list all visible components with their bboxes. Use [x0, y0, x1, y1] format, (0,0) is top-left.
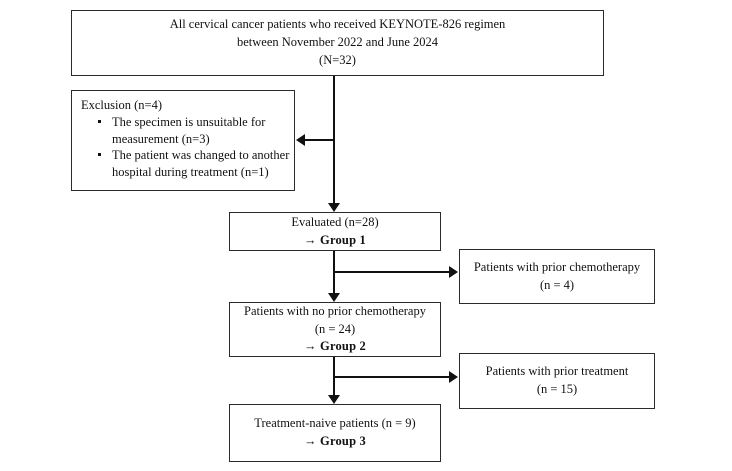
enrollment-line-2: between November 2022 and June 2024: [237, 35, 438, 50]
right-arrow-icon: →: [303, 232, 317, 247]
evaluated-group-name: Group 1: [320, 232, 366, 247]
exclusion-bullet-1-marker: [98, 120, 101, 123]
exclusion-box: Exclusion (n=4) The specimen is unsuitab…: [71, 90, 295, 191]
connector-no-prior-chemo-to-prior-treatment-stem: [334, 376, 450, 378]
connector-enrollment-to-evaluated-stem: [333, 76, 335, 204]
connector-enrollment-to-exclusion-arrowhead: [296, 134, 305, 146]
exclusion-bullet-2-line-2: hospital during treatment (n=1): [112, 165, 269, 179]
treatment-naive-group-name: Group 3: [320, 434, 366, 448]
prior-treatment-box: Patients with prior treatment (n = 15): [459, 353, 655, 409]
enrollment-line-3: (N=32): [319, 52, 356, 67]
exclusion-title: Exclusion (n=4): [81, 98, 162, 112]
evaluated-group-label: → Group 1: [304, 232, 366, 250]
evaluated-box: Evaluated (n=28) → Group 1: [229, 212, 441, 251]
exclusion-bullet-1-line-1: The specimen is unsuitable for: [112, 115, 266, 129]
enrollment-box: All cervical cancer patients who receive…: [71, 10, 604, 76]
connector-enrollment-to-evaluated-arrowhead: [328, 203, 340, 212]
prior-treatment-line-2: (n = 15): [536, 382, 578, 396]
prior-treatment-line-1: Patients with prior treatment: [485, 364, 629, 379]
no-prior-chemotherapy-line-2: (n = 24): [314, 321, 356, 336]
treatment-naive-group-label: → Group 3: [304, 433, 366, 451]
prior-chemotherapy-box: Patients with prior chemotherapy (n = 4): [459, 249, 655, 304]
connector-evaluated-to-prior-chemo-arrowhead: [449, 266, 458, 278]
no-prior-chemotherapy-group-label: → Group 2: [304, 338, 366, 356]
no-prior-chemotherapy-box: Patients with no prior chemotherapy (n =…: [229, 302, 441, 357]
no-prior-chemotherapy-line-1: Patients with no prior chemotherapy: [244, 303, 426, 318]
prior-chemotherapy-line-1: Patients with prior chemotherapy: [473, 259, 641, 274]
prior-chemotherapy-line-2: (n = 4): [539, 277, 575, 292]
no-prior-chemotherapy-group-name: Group 2: [320, 339, 366, 354]
connector-no-prior-chemo-to-prior-treatment-arrowhead: [449, 371, 458, 383]
exclusion-bullet-2-line-1: The patient was changed to another: [112, 148, 290, 162]
connector-no-prior-chemo-to-treatment-naive-arrowhead: [328, 395, 340, 404]
evaluated-line-1: Evaluated (n=28): [291, 214, 379, 229]
exclusion-bullet-2-marker: [98, 153, 101, 156]
connector-enrollment-to-exclusion-stem: [305, 139, 334, 141]
connector-evaluated-to-no-prior-chemo-arrowhead: [328, 293, 340, 302]
treatment-naive-line-1: Treatment-naive patients (n = 9): [254, 416, 416, 431]
exclusion-bullet-1-line-2: measurement (n=3): [112, 132, 210, 146]
connector-evaluated-to-prior-chemo-stem: [334, 271, 450, 273]
treatment-naive-box: Treatment-naive patients (n = 9) → Group…: [229, 404, 441, 462]
enrollment-line-1: All cervical cancer patients who receive…: [169, 17, 506, 32]
right-arrow-icon: →: [303, 434, 317, 448]
right-arrow-icon: →: [303, 339, 317, 354]
